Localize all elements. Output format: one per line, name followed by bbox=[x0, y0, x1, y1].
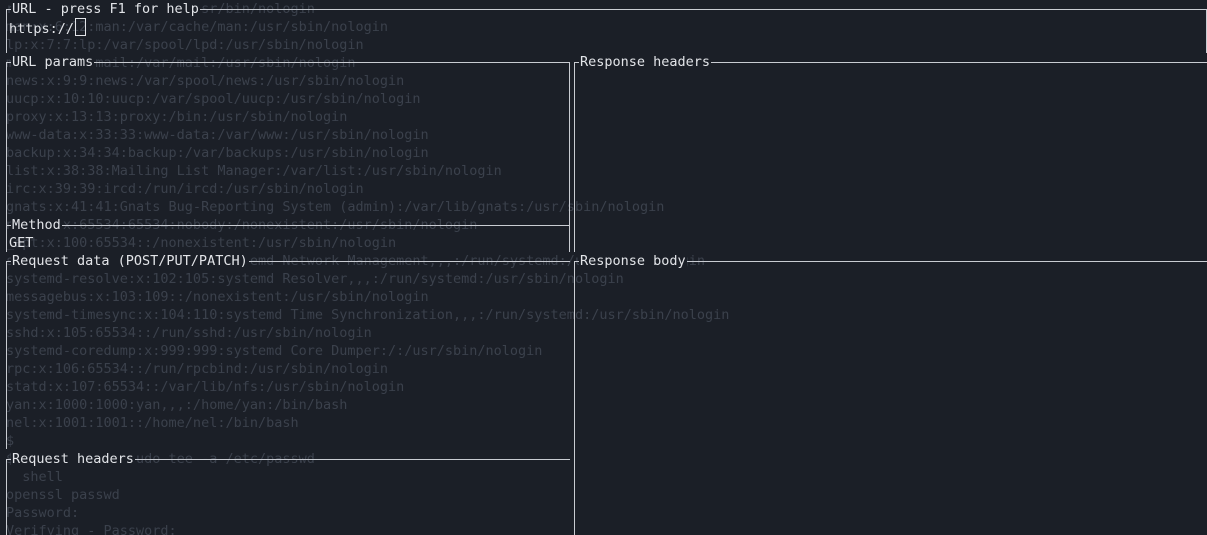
background-line: man:x:6:12:man:/var/cache/man:/usr/sbin/… bbox=[6, 19, 389, 35]
background-line: $ bbox=[6, 433, 23, 449]
url-panel-title: URL - press F1 for help bbox=[11, 0, 200, 18]
background-line: systemd-timesync:x:104:110:systemd Time … bbox=[6, 307, 730, 323]
url-params-panel-title: URL params bbox=[11, 53, 95, 71]
background-line: openssl passwd bbox=[6, 487, 120, 503]
response-body-panel-title: Response body bbox=[579, 252, 687, 270]
background-line: _apt:x:100:65534::/nonexistent:/usr/sbin… bbox=[6, 235, 397, 251]
background-line: www-data:x:33:33:www-data:/var/www:/usr/… bbox=[6, 127, 429, 143]
background-line: news:x:9:9:news:/var/spool/news:/usr/sbi… bbox=[6, 73, 405, 89]
background-line: list:x:38:38:Mailing List Manager:/var/l… bbox=[6, 163, 502, 179]
request-headers-panel[interactable]: Request headers bbox=[6, 450, 570, 535]
background-line: shell bbox=[6, 469, 63, 485]
response-headers-panel[interactable]: Response headers bbox=[574, 53, 1207, 252]
background-line: systemd-resolve:x:102:105:systemd Resolv… bbox=[6, 271, 624, 287]
background-line: statd:x:107:65534::/var/lib/nfs:/usr/sbi… bbox=[6, 379, 405, 395]
background-line: sshd:x:105:65534::/run/sshd:/usr/sbin/no… bbox=[6, 325, 372, 341]
background-line: nel:x:1001:1001::/home/nel:/bin/bash bbox=[6, 415, 299, 431]
background-line: Password: bbox=[6, 505, 80, 521]
url-input-value: https:// bbox=[9, 21, 75, 37]
method-field[interactable]: GET bbox=[9, 235, 34, 251]
background-line: messagebus:x:103:109::/nonexistent:/usr/… bbox=[6, 289, 429, 305]
background-line: systemd-coredump:x:999:999:systemd Core … bbox=[6, 343, 543, 359]
request-headers-panel-title: Request headers bbox=[11, 450, 135, 468]
background-line: gnats:x:41:41:Gnats Bug-Reporting System… bbox=[6, 199, 665, 215]
background-line: backup:x:34:34:backup:/var/backups:/usr/… bbox=[6, 145, 429, 161]
method-panel-title: Method bbox=[11, 216, 62, 234]
background-line: Verifying - Password: bbox=[6, 523, 177, 535]
url-input[interactable]: https:// bbox=[9, 18, 87, 38]
response-body-panel[interactable]: Response body bbox=[574, 252, 1207, 535]
response-headers-panel-title: Response headers bbox=[579, 53, 712, 71]
request-data-panel[interactable]: Request data (POST/PUT/PATCH) bbox=[6, 252, 570, 449]
text-cursor bbox=[75, 18, 87, 36]
background-line: yan:x:1000:1000:yan,,,:/home/yan:/bin/ba… bbox=[6, 397, 348, 413]
background-terminal-output: root:x:0:0:root:/root:/usr/bin/nologinma… bbox=[6, 0, 1206, 535]
url-params-panel[interactable]: URL params bbox=[6, 53, 570, 252]
method-panel[interactable]: Method GET bbox=[6, 216, 570, 251]
background-line: proxy:x:13:13:proxy:/bin:/usr/sbin/nolog… bbox=[6, 109, 348, 125]
background-line: rpc:x:106:65534::/run/rpcbind:/usr/sbin/… bbox=[6, 361, 389, 377]
background-line: lp:x:7:7:lp:/var/spool/lpd:/usr/sbin/nol… bbox=[6, 37, 364, 53]
request-data-panel-title: Request data (POST/PUT/PATCH) bbox=[11, 252, 249, 270]
background-line: uucp:x:10:10:uucp:/var/spool/uucp:/usr/s… bbox=[6, 91, 421, 107]
url-panel[interactable]: URL - press F1 for help https:// bbox=[6, 0, 1207, 53]
background-line: irc:x:39:39:ircd:/run/ircd:/usr/sbin/nol… bbox=[6, 181, 364, 197]
